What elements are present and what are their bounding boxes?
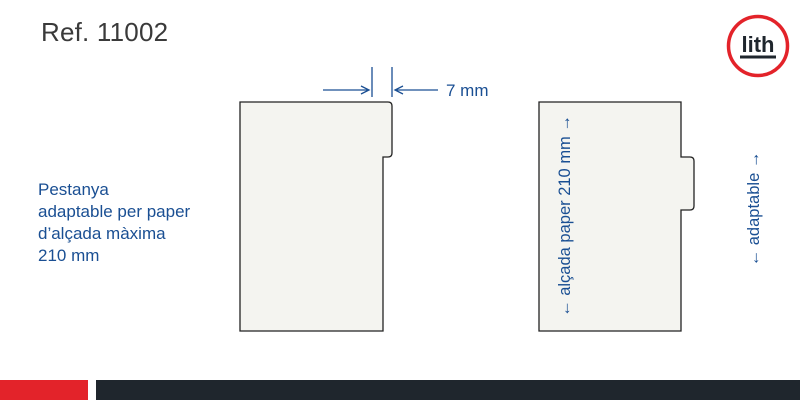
description-line: adaptable per paper	[38, 202, 191, 221]
logo-text: lith	[742, 32, 775, 57]
description-line: Pestanya	[38, 180, 109, 199]
footer-accent-bar	[0, 380, 88, 400]
dimension-arrowhead	[360, 85, 371, 95]
description-line: d’alçada màxima	[38, 224, 166, 243]
footer-divider	[88, 380, 96, 400]
description-line: 210 mm	[38, 246, 100, 265]
footer-bar	[96, 380, 800, 400]
tab-divider-diagram: 7 mm ← alçada paper 210 mm → ← adaptable…	[239, 67, 763, 332]
adaptable-label: ← adaptable →	[745, 152, 763, 267]
left-divider-shape	[239, 101, 393, 332]
product-description: Pestanya adaptable per paper d’alçada mà…	[38, 179, 190, 267]
tab-width-label: 7 mm	[446, 81, 489, 100]
dimension-arrowhead	[393, 85, 404, 95]
lith-logo: lith	[726, 14, 790, 78]
reference-title: Ref. 11002	[41, 17, 169, 47]
paper-height-label: ← alçada paper 210 mm →	[556, 115, 574, 317]
right-divider-shape	[538, 101, 695, 332]
